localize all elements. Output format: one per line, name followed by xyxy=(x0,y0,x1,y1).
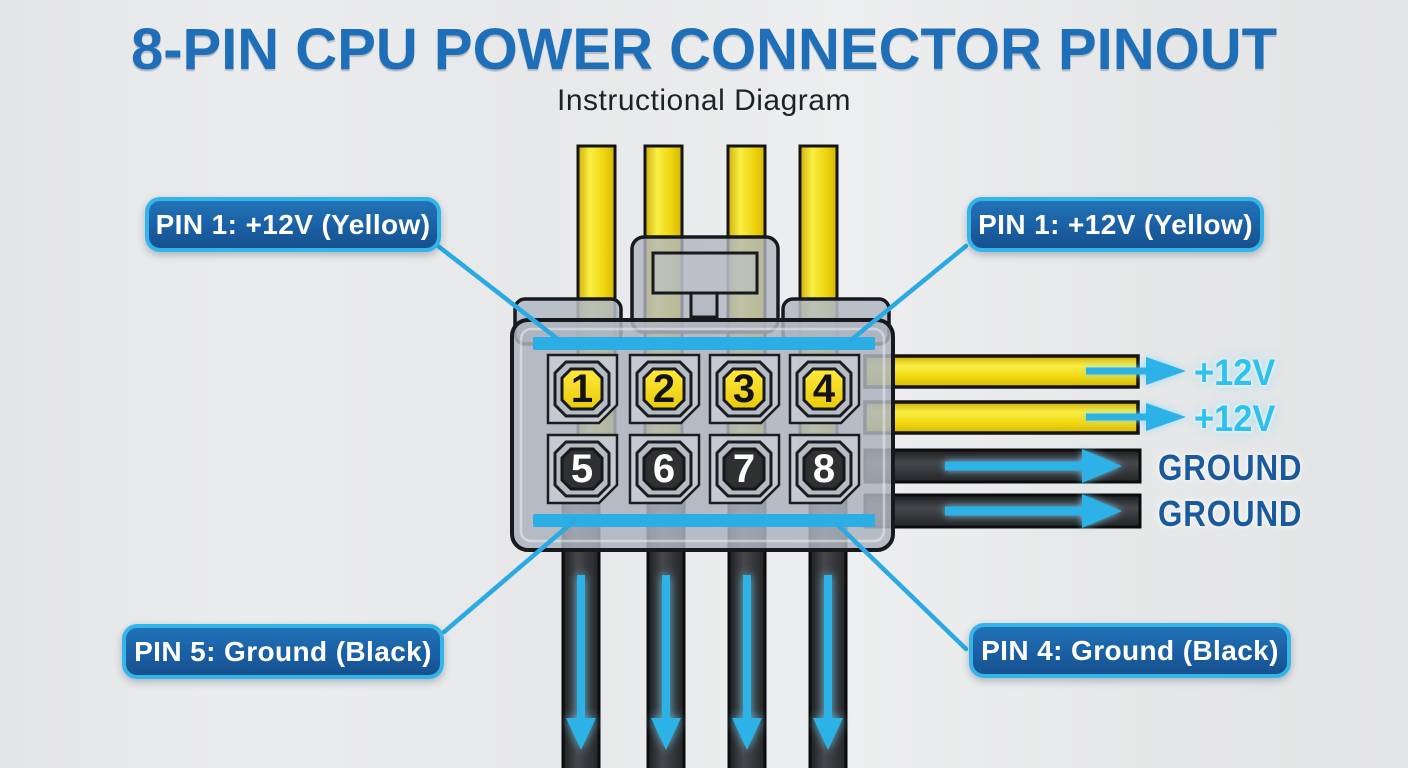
down-arrow-3 xyxy=(732,575,762,750)
retention-clip-tab xyxy=(689,291,719,319)
pin-socket-7 xyxy=(715,440,773,498)
flow-arrow-ground-1 xyxy=(945,449,1122,483)
flow-arrow-ground-2 xyxy=(945,494,1122,528)
callout-pin4-right-text: PIN 4: Ground (Black) xyxy=(981,634,1279,666)
pin-socket-2 xyxy=(635,360,693,418)
pin-number-8: 8 xyxy=(812,447,836,491)
callout-pin4-right: PIN 4: Ground (Black) xyxy=(969,623,1291,678)
callout-pin1-left: PIN 1: +12V (Yellow) xyxy=(145,197,441,252)
rail-label-ground-2: GROUND xyxy=(1158,493,1324,535)
leader-bottom-right xyxy=(834,521,969,652)
pin-number-2: 2 xyxy=(652,367,676,411)
rail-flow-arrows xyxy=(945,357,1186,528)
pin-number-6: 6 xyxy=(652,447,676,491)
page-subtitle: Instructional Diagram xyxy=(557,84,851,117)
rail-label-12v-2: +12V xyxy=(1194,398,1281,440)
leader-bottom-left xyxy=(441,518,577,635)
leader-top-right xyxy=(848,243,969,343)
page-title: 8-PIN CPU POWER CONNECTOR PINOUT xyxy=(130,17,1278,82)
callout-pin5-left: PIN 5: Ground (Black) xyxy=(122,624,444,679)
flow-arrow-12v-1 xyxy=(1086,357,1186,385)
pin-socket-3 xyxy=(715,360,773,418)
pin-number-7: 7 xyxy=(732,447,756,491)
rail-label-12v-1: +12V xyxy=(1194,352,1281,394)
rail-label-ground-2-text: GROUND xyxy=(1158,493,1303,534)
ground-wire-arrows xyxy=(566,575,843,750)
callout-pin1-left-text: PIN 1: +12V (Yellow) xyxy=(155,208,431,240)
pin-socket-1 xyxy=(553,360,611,418)
leader-top-left xyxy=(435,243,562,343)
pin-number-5: 5 xyxy=(570,447,594,491)
callout-leader-lines xyxy=(435,243,969,652)
pin-socket-8 xyxy=(795,440,853,498)
pin-socket-4 xyxy=(795,360,853,418)
down-arrow-2 xyxy=(651,575,681,750)
flow-arrow-12v-2 xyxy=(1086,403,1186,431)
down-arrow-1 xyxy=(566,575,596,750)
pin-number-1: 1 xyxy=(570,367,594,411)
rail-label-12v-2-text: +12V xyxy=(1194,398,1276,439)
callout-pin5-left-text: PIN 5: Ground (Black) xyxy=(134,635,432,667)
pin-sockets xyxy=(553,360,853,498)
connector-body-highlight xyxy=(519,327,886,543)
rail-label-12v-1-text: +12V xyxy=(1194,352,1276,393)
down-arrow-4 xyxy=(813,575,843,750)
rail-label-ground-1: GROUND xyxy=(1158,447,1324,489)
retention-clip-window xyxy=(651,251,759,295)
callout-pin1-right: PIN 1: +12V (Yellow) xyxy=(967,197,1264,252)
pin-number-3: 3 xyxy=(732,367,756,411)
rail-label-ground-1-text: GROUND xyxy=(1158,447,1303,488)
pin-socket-5 xyxy=(553,440,611,498)
pin-socket-6 xyxy=(635,440,693,498)
pin-number-4: 4 xyxy=(812,367,836,411)
row-bar-bottom xyxy=(533,514,875,527)
row-highlight-bars xyxy=(533,337,875,527)
row-bar-top xyxy=(533,337,875,350)
callout-pin1-right-text: PIN 1: +12V (Yellow) xyxy=(978,208,1253,240)
